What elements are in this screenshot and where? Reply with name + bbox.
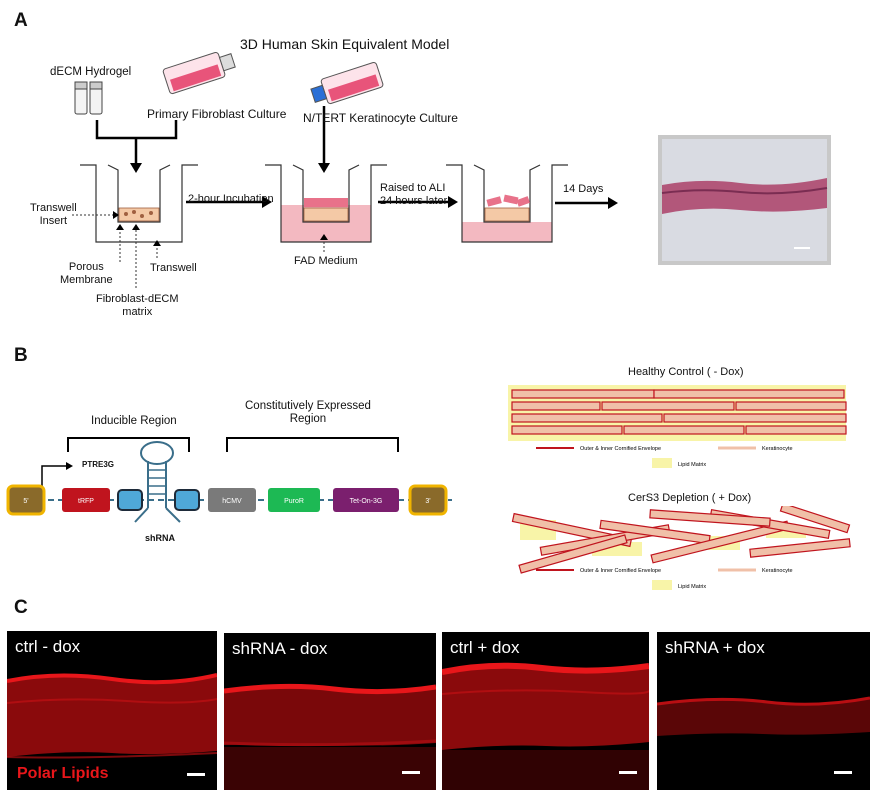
depleted-schematic: Outer & Inner Cornified Envelope Keratin… [511, 506, 851, 590]
depleted-title: CerS3 Depletion ( + Dox) [628, 492, 752, 504]
keratinocyte-cell [663, 413, 847, 423]
legend-keratinocyte-1: Keratinocyte [762, 446, 793, 452]
fad-medium-label: FAD Medium [294, 255, 358, 267]
healthy-schematic: Outer & Inner Cornified Envelope Keratin… [508, 385, 847, 468]
keratinocyte-cell [623, 425, 745, 435]
raised-label: Raised to ALI 24 hours later [380, 182, 448, 207]
micro-label-1: ctrl - dox [15, 637, 81, 656]
hairpin-icon [134, 441, 181, 523]
hcmv-text: hCMV [222, 498, 242, 505]
loxp-left [117, 489, 143, 511]
trfp-text: tRFP [78, 498, 94, 505]
five-prime-text: 5' [23, 498, 28, 505]
hydrogel-label: dECM Hydrogel [50, 66, 132, 78]
healthy-title: Healthy Control ( - Dox) [628, 366, 744, 378]
teton-element [333, 488, 399, 512]
keratinocyte-cell [745, 425, 847, 435]
panel-a-diagram [72, 51, 831, 288]
scale-bar-4 [834, 771, 852, 774]
keratinocyte-flask-icon [310, 61, 384, 105]
fibroblast-culture-label: Primary Fibroblast Culture [147, 107, 287, 121]
micro-image-1: ctrl - dox Polar Lipids [7, 631, 217, 790]
incubation-label: 2-hour Incubation [188, 193, 274, 205]
keratinocyte-cell [511, 401, 601, 411]
histology-image [658, 135, 831, 265]
constitutive-region-label: Constitutively Expressed Region [245, 400, 371, 425]
teton-text: Tet-On-3G [350, 498, 383, 505]
legend-keratinocyte-2: Keratinocyte [762, 568, 793, 574]
micro-label-2: shRNA - dox [232, 639, 328, 658]
keratinocyte-cell [735, 401, 847, 411]
scale-bar-2 [402, 771, 420, 774]
scale-bar-1 [187, 773, 205, 776]
panel-b-letter: B [14, 345, 28, 366]
keratinocyte-cell [511, 425, 623, 435]
scale-bar-3 [619, 771, 637, 774]
panel-a-title: 3D Human Skin Equivalent Model [240, 36, 450, 52]
loxp-right [174, 489, 200, 511]
inducible-region-label: Inducible Region [91, 415, 177, 427]
stain-label: Polar Lipids [17, 765, 109, 782]
transwell-insert-label: Transwell Insert [30, 202, 77, 227]
keratinocyte-cell [601, 401, 735, 411]
legend-envelope-1: Outer & Inner Cornified Envelope [580, 446, 661, 452]
puro-text: PuroR [284, 498, 304, 505]
keratinocyte-cell [511, 389, 655, 399]
transwell-label: Transwell [150, 262, 197, 274]
micro-label-3: ctrl + dox [450, 638, 520, 657]
panel-c-letter: C [14, 597, 28, 618]
micro-label-4: shRNA + dox [665, 638, 765, 657]
micro-image-3: ctrl + dox [442, 632, 649, 790]
hydrogel-vials-icon [74, 81, 103, 115]
transwell-1 [80, 164, 198, 243]
keratinocyte-cell [511, 413, 663, 423]
micro-image-4: shRNA + dox [657, 632, 870, 790]
keratinocyte-cell [653, 389, 845, 399]
three-prime-ltr [408, 484, 448, 516]
legend-lipid-2: Lipid Matrix [678, 584, 706, 590]
shrna-label: shRNA [145, 533, 176, 543]
micro-image-2: shRNA - dox [224, 633, 436, 790]
five-prime-ltr [6, 484, 46, 516]
legend-envelope-2: Outer & Inner Cornified Envelope [580, 568, 661, 574]
transwell-2 [265, 164, 387, 243]
transwell-3 [446, 164, 568, 243]
merge-arrow [95, 120, 178, 165]
vector-map: 5' tRFP hCMV PuroR Tet-On-3G 3' [6, 437, 452, 523]
trfp-element [62, 488, 110, 512]
porous-membrane-label: Porous Membrane [60, 261, 113, 286]
hcmv-element [208, 488, 256, 512]
keratinocyte-culture-label: N/TERT Keratinocyte Culture [303, 111, 458, 125]
puro-element [268, 488, 320, 512]
matrix-label: Fibroblast-dECM matrix [96, 293, 179, 318]
days-label: 14 Days [563, 183, 604, 195]
promoter-label: PTRE3G [82, 460, 115, 469]
fibroblast-flask-icon [162, 51, 236, 95]
three-prime-text: 3' [425, 498, 430, 505]
legend-lipid-1: Lipid Matrix [678, 462, 706, 468]
panel-a-letter: A [14, 10, 28, 31]
